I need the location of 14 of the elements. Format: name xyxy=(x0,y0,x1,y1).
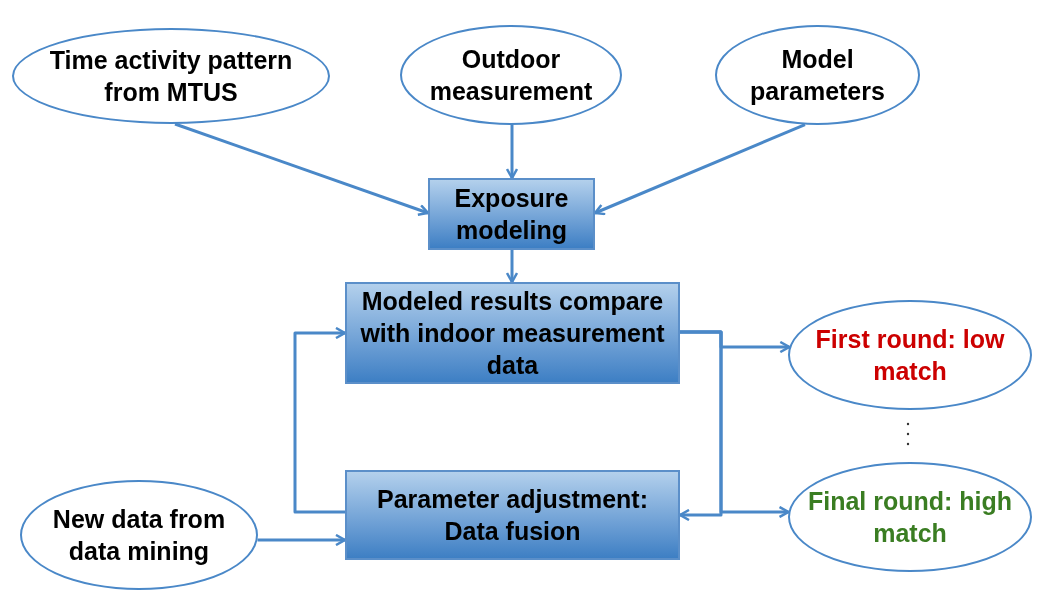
input-ellipse: Outdoor measurement xyxy=(400,25,622,125)
input-ellipse: New data from data mining xyxy=(20,480,258,590)
input-ellipse: First round: low match xyxy=(788,300,1032,410)
arrow xyxy=(293,326,347,514)
process-box: Parameter adjustment: Data fusion xyxy=(345,470,680,560)
process-box: Exposure modeling xyxy=(428,178,595,250)
arrow xyxy=(505,125,519,180)
input-ellipse: Final round: high match xyxy=(788,462,1032,572)
input-ellipse: Model parameters xyxy=(715,25,920,125)
process-box: Modeled results compare with indoor measurement data xyxy=(345,282,680,384)
arrow xyxy=(505,250,519,284)
input-ellipse: Time activity pattern from MTUS xyxy=(12,28,330,124)
arrow xyxy=(257,533,347,547)
arrow xyxy=(174,122,430,216)
